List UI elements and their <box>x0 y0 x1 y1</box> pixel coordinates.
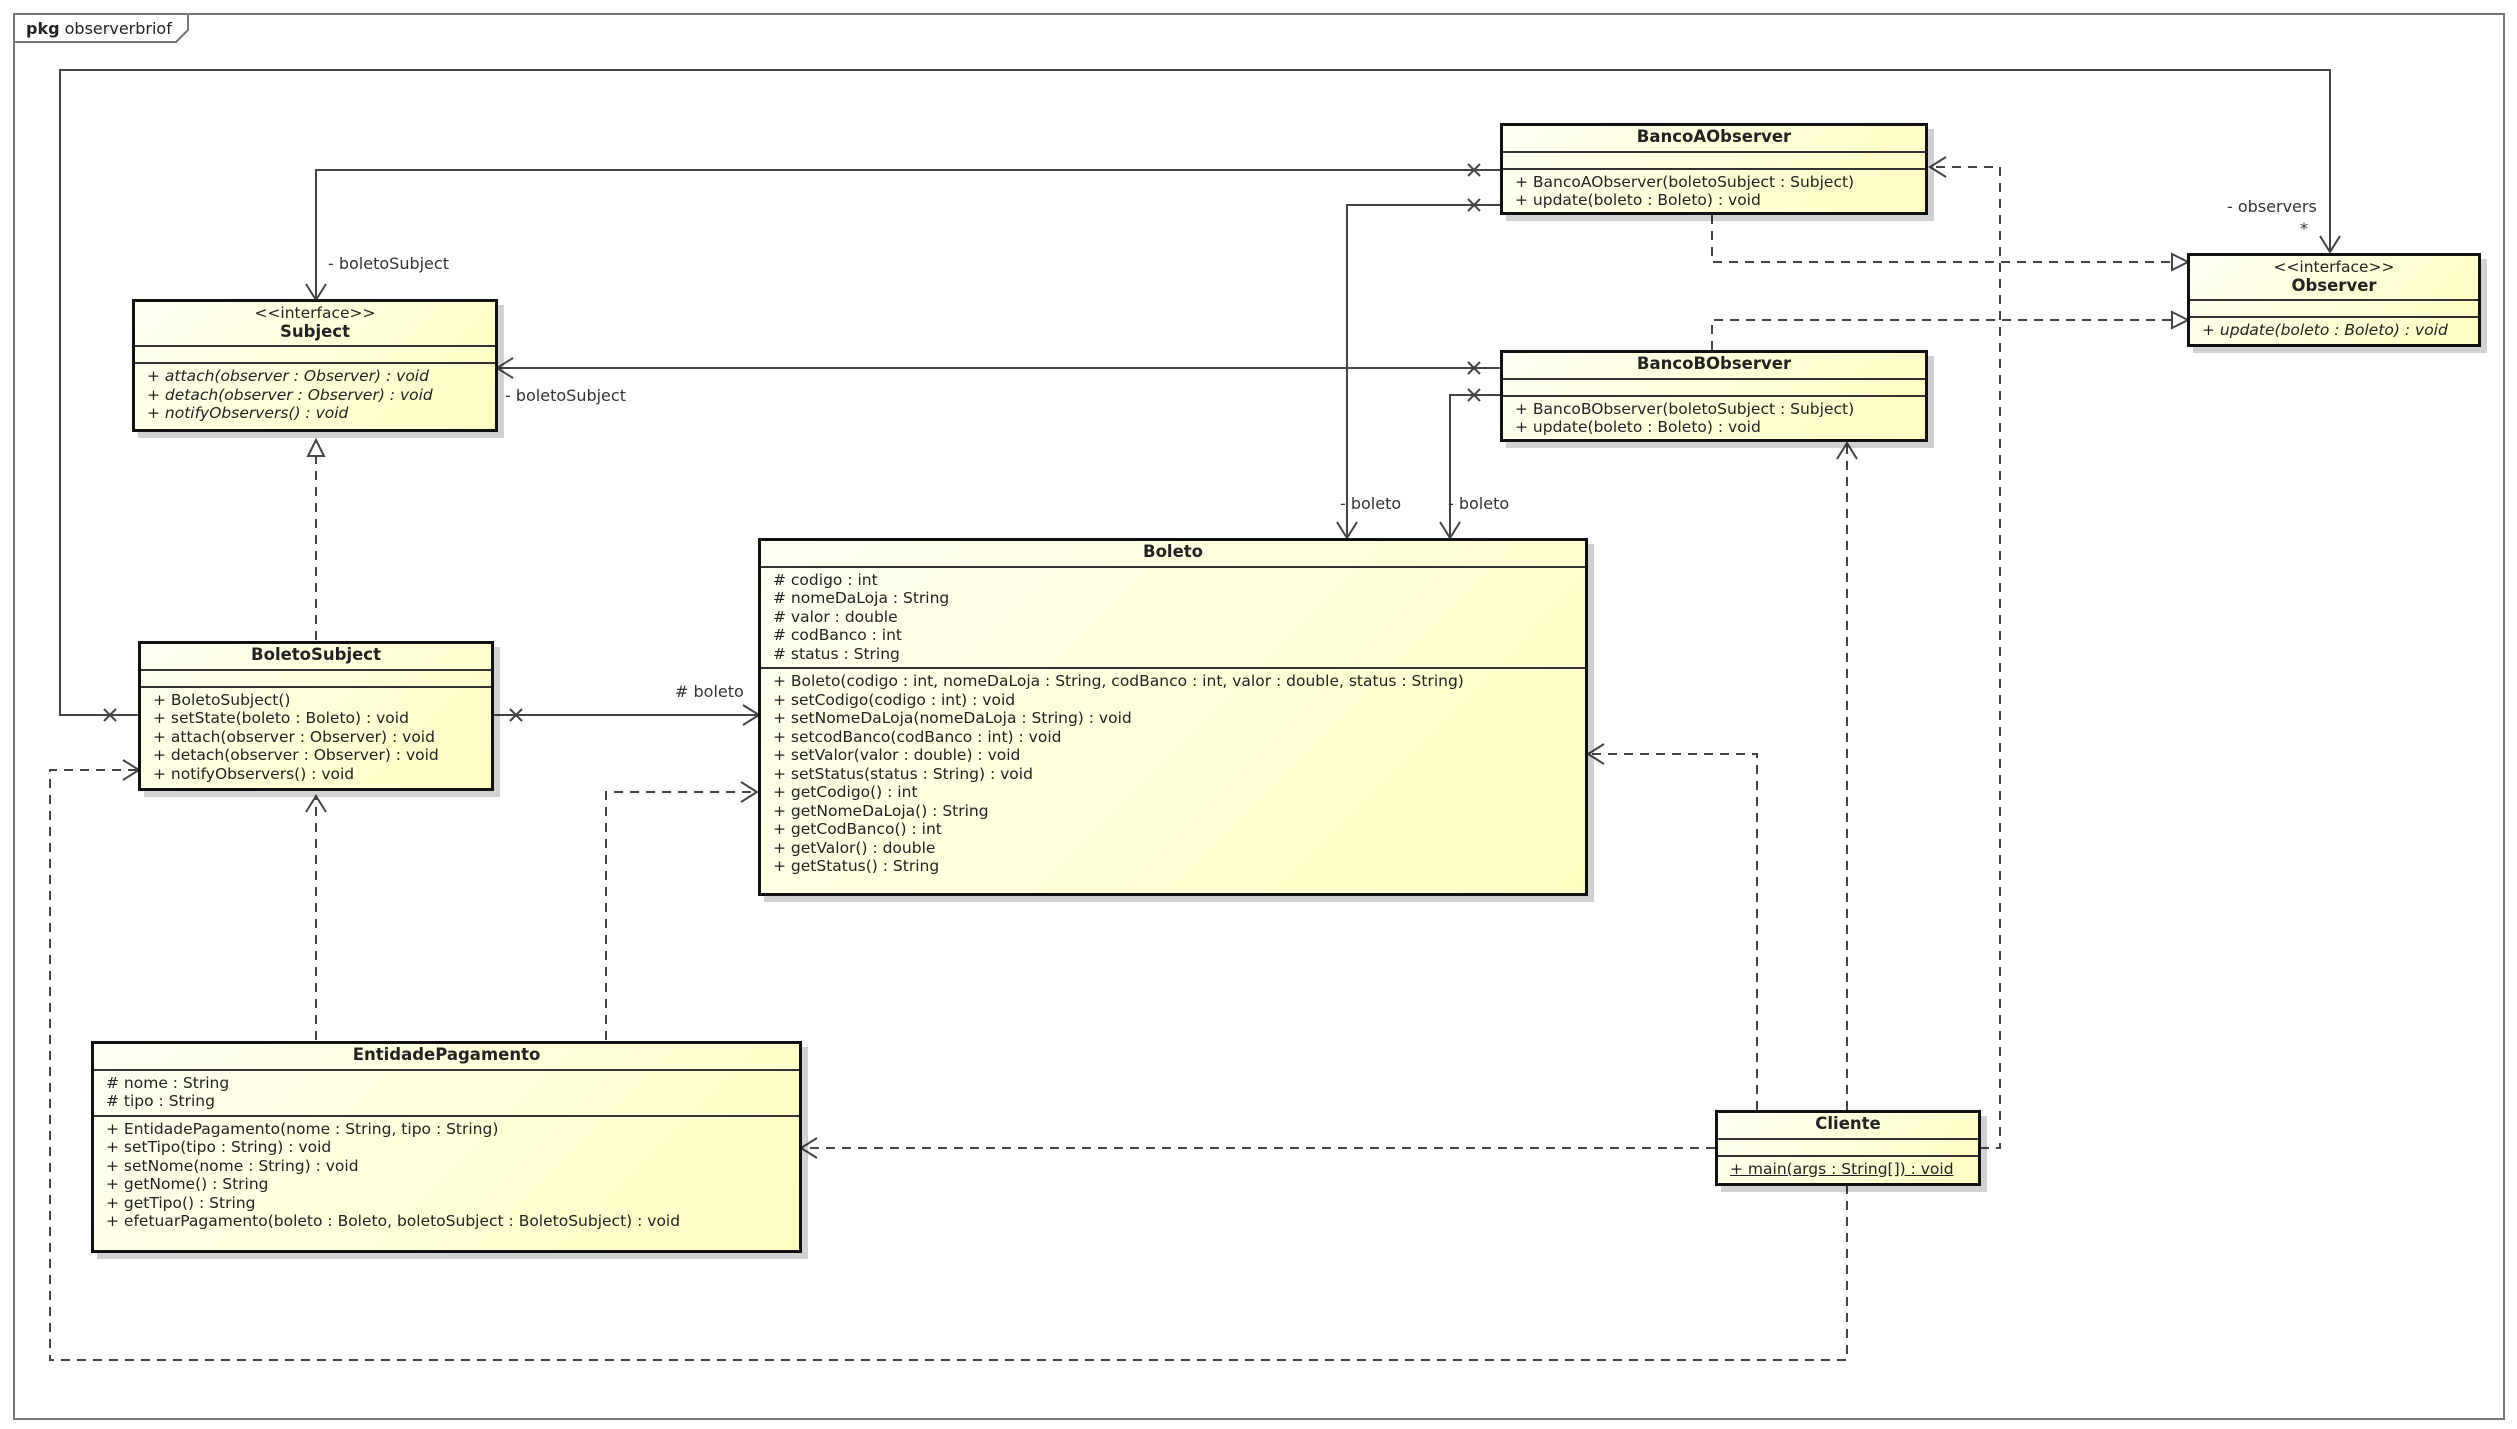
class-banco-a-observer[interactable]: BancoAObserver + BancoAObserver(boletoSu… <box>1500 123 1928 215</box>
attributes-section <box>135 347 495 364</box>
attribute: # tipo : String <box>106 1092 215 1110</box>
operation: + getValor() : double <box>773 838 936 857</box>
attributes-section <box>141 671 491 688</box>
class-name: BancoAObserver <box>1636 127 1792 146</box>
label-subject-role-a: - boletoSubject <box>328 254 449 273</box>
class-name: BancoBObserver <box>1636 354 1792 373</box>
operations-section: + EntidadePagamento(nome : String, tipo … <box>94 1117 799 1235</box>
interface-subject[interactable]: <<interface>> Subject + attach(observer … <box>132 299 498 432</box>
operation: + detach(observer : Observer) : void <box>153 746 439 764</box>
class-name: BoletoSubject <box>251 645 381 664</box>
attribute: # nome : String <box>106 1073 230 1092</box>
label-subject-role-b: - boletoSubject <box>505 386 626 405</box>
class-name: Observer <box>2291 275 2377 295</box>
operation: + update(boleto : Boleto) : void <box>1515 418 1761 436</box>
class-boleto-subject[interactable]: BoletoSubject + BoletoSubject() + setSta… <box>138 641 494 791</box>
operation: + update(boleto : Boleto) : void <box>2202 321 2448 339</box>
class-boleto[interactable]: Boleto # codigo : int # nomeDaLoja : Str… <box>758 538 1588 896</box>
operation: + EntidadePagamento(nome : String, tipo … <box>106 1119 499 1138</box>
operation: + setNomeDaLoja(nomeDaLoja : String) : v… <box>773 709 1132 727</box>
attributes-section <box>2190 301 2478 318</box>
attributes-section <box>1503 153 1925 170</box>
class-name: Subject <box>280 321 350 341</box>
package-name: observerbriof <box>64 19 172 38</box>
attribute: # status : String <box>773 644 900 663</box>
label-boleto-role-a: - boleto <box>1340 494 1402 513</box>
stereotype: <<interface>> <box>254 304 376 322</box>
label-boleto-role-subject: # boleto <box>675 682 744 701</box>
label-boleto-role-b: - boleto <box>1448 494 1510 513</box>
operation: + setValor(valor : double) : void <box>773 746 1021 764</box>
operation: + getTipo() : String <box>106 1193 256 1212</box>
label-observers-multiplicity: * <box>2300 219 2308 238</box>
operation: + attach(observer : Observer) : void <box>153 727 435 746</box>
attributes-section <box>1718 1140 1978 1157</box>
operation: + notifyObservers() : void <box>153 764 355 783</box>
operations-section: + BoletoSubject() + setState(boleto : Bo… <box>141 688 491 788</box>
operation: + getNomeDaLoja() : String <box>773 801 989 820</box>
operations-section: + Boleto(codigo : int, nomeDaLoja : Stri… <box>761 669 1585 880</box>
operation: + efetuarPagamento(boleto : Boleto, bole… <box>106 1212 681 1230</box>
operations-section: + BancoBObserver(boletoSubject : Subject… <box>1503 397 1925 441</box>
operation: + getCodigo() : int <box>773 783 918 801</box>
operations-section: + attach(observer : Observer) : void + d… <box>135 364 495 427</box>
operation: + Boleto(codigo : int, nomeDaLoja : Stri… <box>773 672 1464 690</box>
attribute: # nomeDaLoja : String <box>773 589 950 607</box>
operation: + notifyObservers() : void <box>147 404 349 422</box>
attributes-section: # nome : String # tipo : String <box>94 1071 799 1117</box>
class-name: EntidadePagamento <box>352 1045 541 1064</box>
operation: + BancoBObserver(boletoSubject : Subject… <box>1515 399 1855 418</box>
class-name: Boleto <box>1143 542 1203 561</box>
attributes-section <box>1503 380 1925 397</box>
operation: + attach(observer : Observer) : void <box>147 367 429 385</box>
operation: + getCodBanco() : int <box>773 820 942 838</box>
stereotype: <<interface>> <box>2273 258 2395 276</box>
class-name: Cliente <box>1815 1114 1881 1133</box>
operations-section: + update(boleto : Boleto) : void <box>2190 318 2478 344</box>
operation: + setTipo(tipo : String) : void <box>106 1138 332 1156</box>
label-observers-role: - observers <box>2227 197 2317 216</box>
operation: + BoletoSubject() <box>153 690 291 709</box>
package-tab: pkg observerbriof <box>26 19 172 38</box>
operations-section: + main(args : String[]) : void <box>1718 1157 1978 1183</box>
class-banco-b-observer[interactable]: BancoBObserver + BancoBObserver(boletoSu… <box>1500 350 1928 442</box>
attribute: # codigo : int <box>773 570 878 589</box>
package-keyword: pkg <box>26 19 60 38</box>
operation: + detach(observer : Observer) : void <box>147 385 433 404</box>
operation: + setStatus(status : String) : void <box>773 764 1033 783</box>
operation: + BancoAObserver(boletoSubject : Subject… <box>1515 172 1855 191</box>
operation: + setNome(nome : String) : void <box>106 1156 359 1175</box>
class-cliente[interactable]: Cliente + main(args : String[]) : void <box>1715 1110 1981 1186</box>
operation: + setState(boleto : Boleto) : void <box>153 709 409 727</box>
interface-observer[interactable]: <<interface>> Observer + update(boleto :… <box>2187 253 2481 347</box>
operations-section: + BancoAObserver(boletoSubject : Subject… <box>1503 170 1925 214</box>
attribute: # valor : double <box>773 607 898 626</box>
operation: + setCodigo(codigo : int) : void <box>773 690 1016 709</box>
operation: + getStatus() : String <box>773 857 940 875</box>
attributes-section: # codigo : int # nomeDaLoja : String # v… <box>761 568 1585 669</box>
operation: + update(boleto : Boleto) : void <box>1515 191 1761 209</box>
class-entidade-pagamento[interactable]: EntidadePagamento # nome : String # tipo… <box>91 1041 802 1253</box>
operation: + main(args : String[]) : void <box>1730 1159 1954 1178</box>
attribute: # codBanco : int <box>773 626 903 644</box>
operation: + setcodBanco(codBanco : int) : void <box>773 727 1062 746</box>
operation: + getNome() : String <box>106 1175 269 1193</box>
